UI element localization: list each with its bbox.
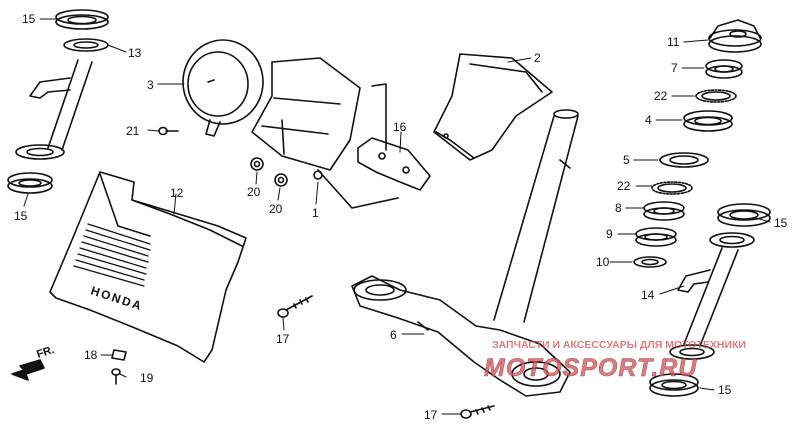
leader-lines (23, 18, 771, 415)
watermark: ЗАПЧАСТИ И АКСЕССУАРЫ ДЛЯ МОТОТЕХНИКИ MO… (484, 339, 746, 382)
callout-19: 19 (140, 371, 154, 385)
callout-17-upper: 17 (276, 332, 290, 346)
part-17-bolt-lower (460, 405, 495, 419)
part-3-horn (182, 39, 264, 137)
callout-9: 9 (606, 227, 613, 241)
part-19-screw (111, 368, 121, 385)
callout-15-right-upper: 15 (774, 216, 788, 230)
part-22-ball-race-upper (695, 89, 737, 103)
callout-13: 13 (128, 46, 142, 60)
callout-22-upper: 22 (654, 89, 668, 103)
part-16-bracket (357, 83, 431, 191)
callout-16: 16 (393, 120, 407, 134)
callout-10: 10 (596, 255, 610, 269)
part-4-cone-race (683, 110, 733, 132)
part-22-ball-race-lower (651, 181, 693, 195)
part-17-bolt-upper (277, 295, 313, 318)
callout-15-bottom-left: 15 (14, 209, 28, 223)
handlebar-left-assembly (7, 9, 109, 194)
callout-15-top-left: 15 (22, 12, 36, 26)
callout-6: 6 (390, 328, 397, 342)
part-9-seal (635, 227, 677, 247)
watermark-caption: ЗАПЧАСТИ И АКСЕССУАРЫ ДЛЯ МОТОТЕХНИКИ (492, 339, 746, 351)
callout-17-lower: 17 (424, 408, 438, 422)
part-8-race (643, 201, 685, 221)
callout-5: 5 (623, 153, 630, 167)
handlebar-right-assembly (649, 203, 771, 397)
callout-12: 12 (170, 186, 184, 200)
callout-2: 2 (534, 51, 541, 65)
callout-18: 18 (84, 348, 98, 362)
front-direction-arrow: FR. (11, 344, 56, 381)
callout-14: 14 (641, 288, 655, 302)
callout-21: 21 (126, 124, 140, 138)
callout-4: 4 (645, 113, 652, 127)
callout-3: 3 (147, 78, 154, 92)
part-12-fairing: HONDA (49, 171, 247, 363)
part-2-cover (433, 53, 553, 161)
part-11-top-cap (708, 19, 762, 53)
callout-11: 11 (667, 35, 680, 49)
watermark-site: MOTOSPORT.RU (484, 354, 697, 382)
fairing-honda-lettering: HONDA (89, 284, 145, 314)
callout-1: 1 (312, 206, 319, 220)
part-5-race (659, 152, 709, 168)
part-6-steering-stem (351, 109, 579, 397)
callout-22-lower: 22 (617, 179, 631, 193)
part-1-stay (317, 169, 399, 209)
part-10-washer (633, 256, 667, 268)
callout-20-upper: 20 (247, 185, 261, 199)
callout-20-lower: 20 (269, 202, 283, 216)
part-1-bracket (251, 57, 361, 171)
part-7-nut (705, 59, 743, 79)
part-18-nut (111, 349, 127, 361)
callout-7: 7 (671, 61, 678, 75)
part-20-nuts (250, 157, 323, 187)
callout-8: 8 (615, 201, 622, 215)
front-arrow-label: FR. (35, 344, 56, 361)
callout-15-right-lower: 15 (718, 383, 732, 397)
part-21-bolt (158, 126, 179, 136)
